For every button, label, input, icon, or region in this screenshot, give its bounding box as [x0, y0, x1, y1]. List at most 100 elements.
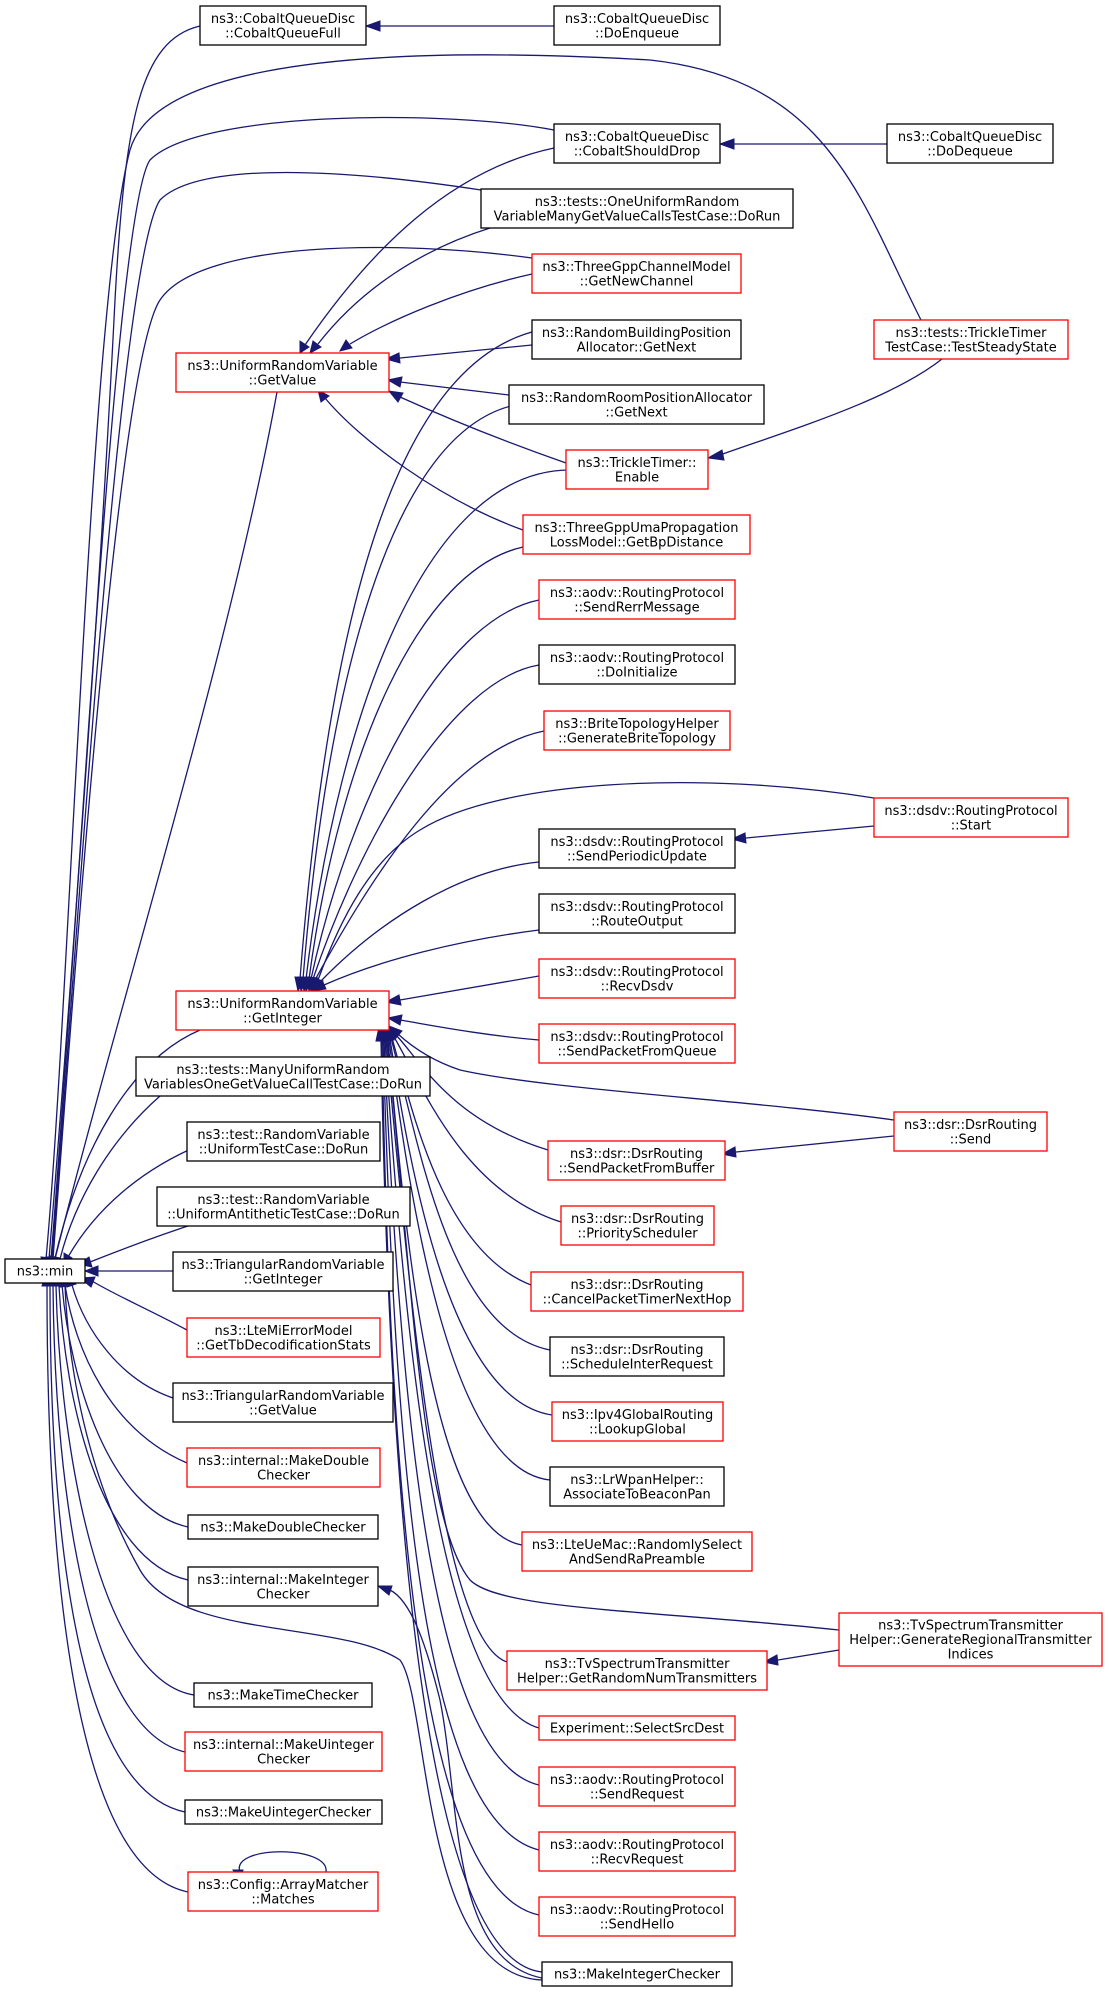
node-label-line: ::GetValue [249, 373, 317, 388]
node-label-line: ::DoInitialize [596, 665, 677, 680]
node-box [873, 797, 1069, 838]
edge-line [45, 54, 922, 1260]
edge-line [54, 391, 278, 1260]
node-n10[interactable]: ns3::RandomRoomPositionAllocator::GetNex… [508, 384, 765, 425]
node-label-line: ::ScheduleInterRequest [561, 1357, 713, 1372]
node-label-line: Helper::GenerateRegionalTransmitter [849, 1633, 1092, 1648]
node-n28[interactable]: ns3::TriangularRandomVariable::GetIntege… [172, 1251, 394, 1292]
node-label-line: ::DoEnqueue [595, 26, 679, 41]
node-label-line: ::GetTbDecodificationStats [196, 1338, 371, 1353]
arrowhead-icon [384, 994, 402, 1006]
node-n40[interactable]: ns3::TvSpectrumTransmitterHelper::GetRan… [506, 1650, 768, 1691]
node-n11[interactable]: ns3::TrickleTimer::Enable [565, 449, 709, 490]
node-label-line: AndSendRaPreamble [569, 1552, 705, 1567]
node-label-line: Checker [257, 1468, 311, 1483]
node-n45[interactable]: ns3::MakeUintegerChecker [184, 1799, 383, 1825]
node-n29[interactable]: ns3::dsr::DsrRouting::CancelPacketTimerN… [530, 1271, 744, 1312]
node-box [187, 1871, 379, 1912]
edge-line [58, 1285, 189, 1581]
node-n15[interactable]: ns3::BriteTopologyHelper::GenerateBriteT… [543, 710, 731, 751]
edge-line [51, 171, 482, 1260]
node-n8[interactable]: ns3::RandomBuildingPositionAllocator::Ge… [531, 319, 742, 360]
node-n43[interactable]: ns3::internal::MakeUintegerChecker [184, 1731, 383, 1772]
edge-line [238, 1851, 327, 1873]
node-label-line: ::SendPeriodicUpdate [567, 849, 707, 864]
node-label-line: ns3::tests::ManyUniformRandom [176, 1063, 389, 1078]
node-n3[interactable]: ns3::CobaltQueueDisc::CobaltShouldDrop [553, 123, 721, 164]
node-n20[interactable]: ns3::UniformRandomVariable::GetInteger [175, 990, 390, 1031]
node-n9[interactable]: ns3::tests::TrickleTimerTestCase::TestSt… [873, 319, 1069, 360]
node-n7[interactable]: ns3::UniformRandomVariable::GetValue [175, 352, 390, 393]
node-n25[interactable]: ns3::dsr::DsrRouting::SendPacketFromBuff… [547, 1140, 726, 1181]
edge-n22-to-n0 [54, 1095, 161, 1273]
node-n24[interactable]: ns3::test::RandomVariable::UniformTestCa… [186, 1121, 381, 1162]
node-n16[interactable]: ns3::dsdv::RoutingProtocol::Start [873, 797, 1069, 838]
node-n4[interactable]: ns3::CobaltQueueDisc::DoDequeue [886, 123, 1054, 164]
node-n1[interactable]: ns3::CobaltQueueDisc::CobaltQueueFull [199, 5, 367, 46]
node-n46[interactable]: ns3::aodv::RoutingProtocol::RecvRequest [538, 1831, 736, 1872]
node-label-line: ::DoDequeue [927, 144, 1012, 159]
node-n14[interactable]: ns3::aodv::RoutingProtocol::DoInitialize [538, 644, 736, 685]
node-label-line: Helper::GetRandomNumTransmitters [517, 1671, 757, 1686]
node-n33[interactable]: ns3::Ipv4GlobalRouting::LookupGlobal [551, 1401, 724, 1442]
node-label-line: ns3::tests::TrickleTimer [896, 326, 1048, 341]
node-n27[interactable]: ns3::dsr::DsrRouting::PriorityScheduler [560, 1205, 715, 1246]
node-n34[interactable]: ns3::internal::MakeDoubleChecker [186, 1447, 381, 1488]
edge-line [52, 1285, 186, 1753]
node-n5[interactable]: ns3::tests::OneUniformRandomVariableMany… [480, 188, 794, 229]
node-label-line: ns3::LteMiErrorModel [215, 1324, 353, 1339]
node-n36[interactable]: ns3::MakeDoubleChecker [187, 1514, 379, 1540]
node-n41[interactable]: ns3::MakeTimeChecker [193, 1682, 373, 1708]
node-n37[interactable]: ns3::LteUeMac::RandomlySelectAndSendRaPr… [521, 1531, 753, 1572]
node-n19[interactable]: ns3::dsdv::RoutingProtocol::RecvDsdv [538, 958, 736, 999]
edge-n43-to-n0 [47, 1270, 186, 1753]
node-n22[interactable]: ns3::tests::ManyUniformRandomVariablesOn… [135, 1056, 431, 1097]
node-n44[interactable]: ns3::aodv::RoutingProtocol::SendRequest [538, 1766, 736, 1807]
node-box [187, 1514, 379, 1540]
node-label-line: ::CobaltShouldDrop [574, 144, 701, 159]
node-n17[interactable]: ns3::dsdv::RoutingProtocol::SendPeriodic… [538, 828, 736, 869]
edge-n30-to-n0 [78, 1276, 188, 1331]
edge-n19-to-n20 [384, 975, 540, 1006]
node-n35[interactable]: ns3::LrWpanHelper::AssociateToBeaconPan [549, 1466, 725, 1507]
call-nodes: ns3::min ns3::CobaltQueueDisc::CobaltQueu… [4, 5, 1103, 1987]
node-n49[interactable]: ns3::MakeIntegerChecker [541, 1961, 733, 1987]
node-n30[interactable]: ns3::LteMiErrorModel::GetTbDecodificatio… [186, 1317, 381, 1358]
node-label-line: Enable [615, 470, 659, 485]
node-n39[interactable]: ns3::TvSpectrumTransmitterHelper::Genera… [838, 1612, 1103, 1667]
edge-line [386, 1039, 840, 1631]
node-label-line: ::CobaltQueueFull [225, 26, 341, 41]
node-n18[interactable]: ns3::dsdv::RoutingProtocol::RouteOutput [538, 893, 736, 934]
node-label-line: ns3::LteUeMac::RandomlySelect [532, 1538, 742, 1553]
node-box [175, 990, 390, 1031]
arrowhead-icon [718, 138, 735, 150]
node-label-line: ::GetValue [249, 1403, 317, 1418]
edge-line [324, 397, 524, 531]
arrowhead-icon [364, 20, 381, 32]
edge-line [304, 147, 555, 346]
node-label-line: ::SendRequest [590, 1787, 684, 1802]
node-label-line: ns3::dsdv::RoutingProtocol [550, 900, 723, 915]
node-n48[interactable]: ns3::aodv::RoutingProtocol::SendHello [538, 1896, 736, 1937]
edge-line [61, 1284, 189, 1528]
node-label-line: ns3::dsdv::RoutingProtocol [550, 835, 723, 850]
node-n42[interactable]: Experiment::SelectSrcDest [538, 1715, 736, 1741]
node-n21[interactable]: ns3::dsdv::RoutingProtocol::SendPacketFr… [538, 1023, 736, 1064]
node-box [480, 188, 794, 229]
node-n12[interactable]: ns3::ThreeGppUmaPropagationLossModel::Ge… [522, 514, 751, 555]
node-label-line: ns3::test::RandomVariable [197, 1128, 369, 1143]
node-n13[interactable]: ns3::aodv::RoutingProtocol::SendRerrMess… [538, 579, 736, 620]
node-n6[interactable]: ns3::ThreeGppChannelModel::GetNewChannel [531, 253, 742, 294]
node-label-line: ns3::aodv::RoutingProtocol [550, 1773, 724, 1788]
node-n38[interactable]: ns3::internal::MakeIntegerChecker [187, 1566, 379, 1607]
node-n47[interactable]: ns3::Config::ArrayMatcher::Matches [187, 1871, 379, 1912]
node-n31[interactable]: ns3::dsr::DsrRouting::ScheduleInterReque… [549, 1336, 725, 1377]
node-n23[interactable]: ns3::dsr::DsrRouting::Send [893, 1111, 1048, 1152]
node-n32[interactable]: ns3::TriangularRandomVariable::GetValue [172, 1382, 394, 1423]
edge-line [52, 246, 533, 1260]
node-n0[interactable]: ns3::min [4, 1258, 86, 1284]
node-n2[interactable]: ns3::CobaltQueueDisc::DoEnqueue [553, 5, 721, 46]
node-n26[interactable]: ns3::test::RandomVariable::UniformAntith… [156, 1186, 411, 1227]
edge-line [397, 1033, 895, 1121]
